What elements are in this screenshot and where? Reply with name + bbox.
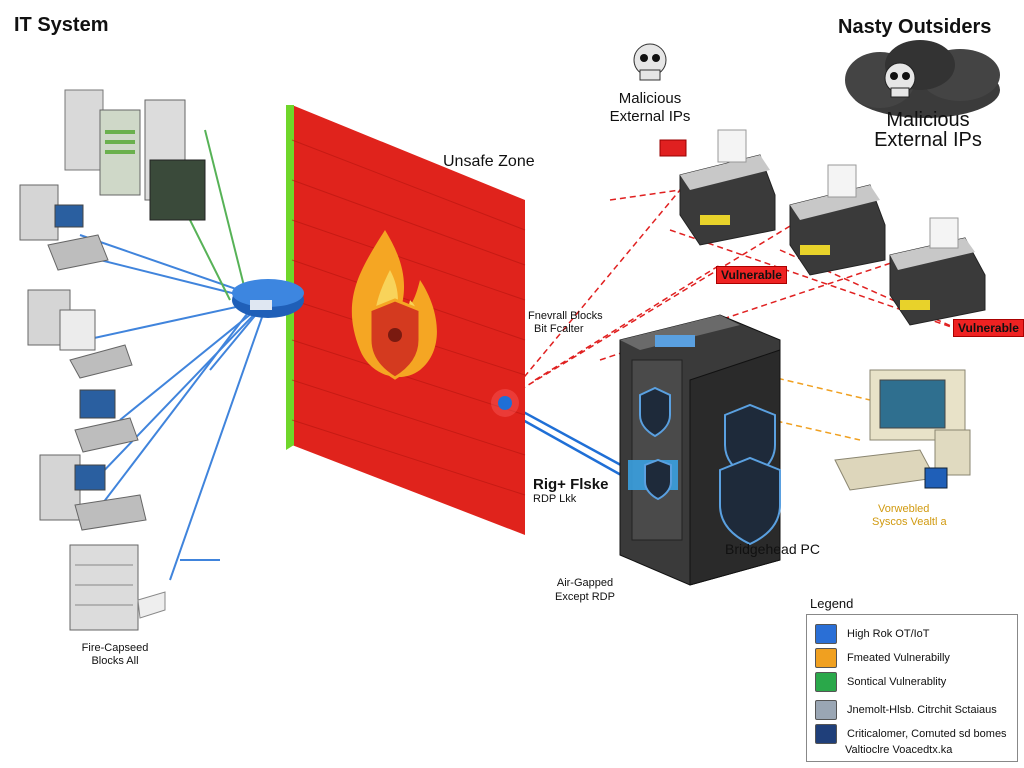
- malicious-small-line1: Malicious: [618, 90, 682, 107]
- legend-item: Jnemolt-Hlsb. Citrchit Sctaiaus: [815, 699, 997, 721]
- workstation-label: Vorwebled Syscos Vealtl a: [872, 503, 947, 529]
- malicious-ips-label-small: Malicious External IPs: [600, 90, 700, 126]
- fire-capseed-label: Fire-Capseed Blocks All: [70, 642, 160, 668]
- printer-icon: [889, 217, 986, 326]
- nasty-outsiders-title: Nasty Outsiders: [838, 16, 992, 38]
- workstation-icon: [74, 389, 139, 453]
- air-gapped-line2: Except RDP: [555, 591, 615, 603]
- printer-icon: [789, 164, 886, 276]
- firewall-line1: Fnevrall Blocks: [528, 310, 603, 322]
- workstation-line1: Vorwebled: [878, 503, 930, 515]
- rdp-line2: RDP Lkk: [533, 493, 577, 505]
- device-icon: [815, 672, 837, 692]
- legend-item-label: Criticalomer, Comuted sd bomes: [847, 728, 1007, 740]
- workstation-icon: [27, 289, 133, 379]
- storm-cloud-icon: [845, 40, 1000, 118]
- firewall-blocks-label: Fnevrall Blocks Bit Fcalter: [528, 310, 603, 336]
- legend-item-label: Fmeated Vulnerabilly: [847, 652, 950, 664]
- air-gapped-line1: Air-Gapped: [556, 577, 614, 589]
- malicious-large-line1: Malicious: [886, 109, 970, 131]
- legend-item: Valtioclre Voacedtx.ka: [845, 739, 952, 761]
- rdp-link-label: Rig+ Flske RDP Lkk: [533, 476, 608, 505]
- skull-icon: [633, 43, 667, 81]
- it-system-title: IT System: [14, 14, 109, 36]
- router-icon: [232, 279, 304, 318]
- unsafe-zone-label: Unsafe Zone: [443, 153, 535, 170]
- printer-icon: [815, 700, 837, 720]
- malicious-small-line2: External IPs: [609, 108, 691, 125]
- rdp-line1: Rig+ Flske: [533, 476, 609, 493]
- legend-box: High Rok OT/IoT Fmeated Vulnerabilly Son…: [806, 614, 1018, 762]
- fire-capseed-line1: Fire-Capseed: [81, 642, 149, 654]
- bridgehead-pc-label: Bridgehead PC: [725, 541, 820, 557]
- workstation-line2: Syscos Vealtl a: [872, 516, 947, 528]
- server-icon: [815, 724, 837, 744]
- legend-item-label: Jnemolt-Hlsb. Citrchit Sctaiaus: [847, 704, 997, 716]
- workstation-icon: [19, 184, 109, 271]
- legend-item: Fmeated Vulnerabilly: [815, 647, 950, 669]
- malicious-large-line2: External IPs: [874, 129, 982, 151]
- legend-item: High Rok OT/IoT: [815, 623, 930, 645]
- server-rack-icon: [64, 89, 206, 221]
- air-gapped-label: Air-Gapped Except RDP: [545, 576, 625, 604]
- firewall-line2: Bit Fcalter: [534, 323, 584, 335]
- server-icon: [69, 544, 166, 631]
- retro-computer-icon: [834, 369, 971, 491]
- fire-capseed-line2: Blocks All: [91, 655, 139, 667]
- vulnerable-tag: Vulnerable: [716, 266, 787, 284]
- skull-icon: [884, 62, 916, 98]
- shield-icon: [368, 298, 422, 380]
- legend-item-label: Valtioclre Voacedtx.ka: [845, 744, 953, 756]
- workstation-icon: [39, 454, 147, 531]
- legend-title: Legend: [810, 596, 854, 611]
- legend-item: Sontical Vulnerablity: [815, 671, 946, 693]
- printer-icon: [679, 129, 776, 246]
- legend-item: Criticalomer, Comuted sd bomes: [815, 723, 1007, 745]
- shield-icon: [815, 648, 837, 668]
- vulnerable-tag: Vulnerable: [953, 319, 1024, 337]
- lock-shield-icon: [639, 386, 781, 546]
- legend-item-label: Sontical Vulnerablity: [847, 676, 947, 688]
- monitor-icon: [815, 624, 837, 644]
- warning-tag-icon: [659, 139, 687, 157]
- malicious-ips-label-large: Malicious External IPs: [848, 110, 1008, 150]
- legend-item-label: High Rok OT/IoT: [847, 628, 930, 640]
